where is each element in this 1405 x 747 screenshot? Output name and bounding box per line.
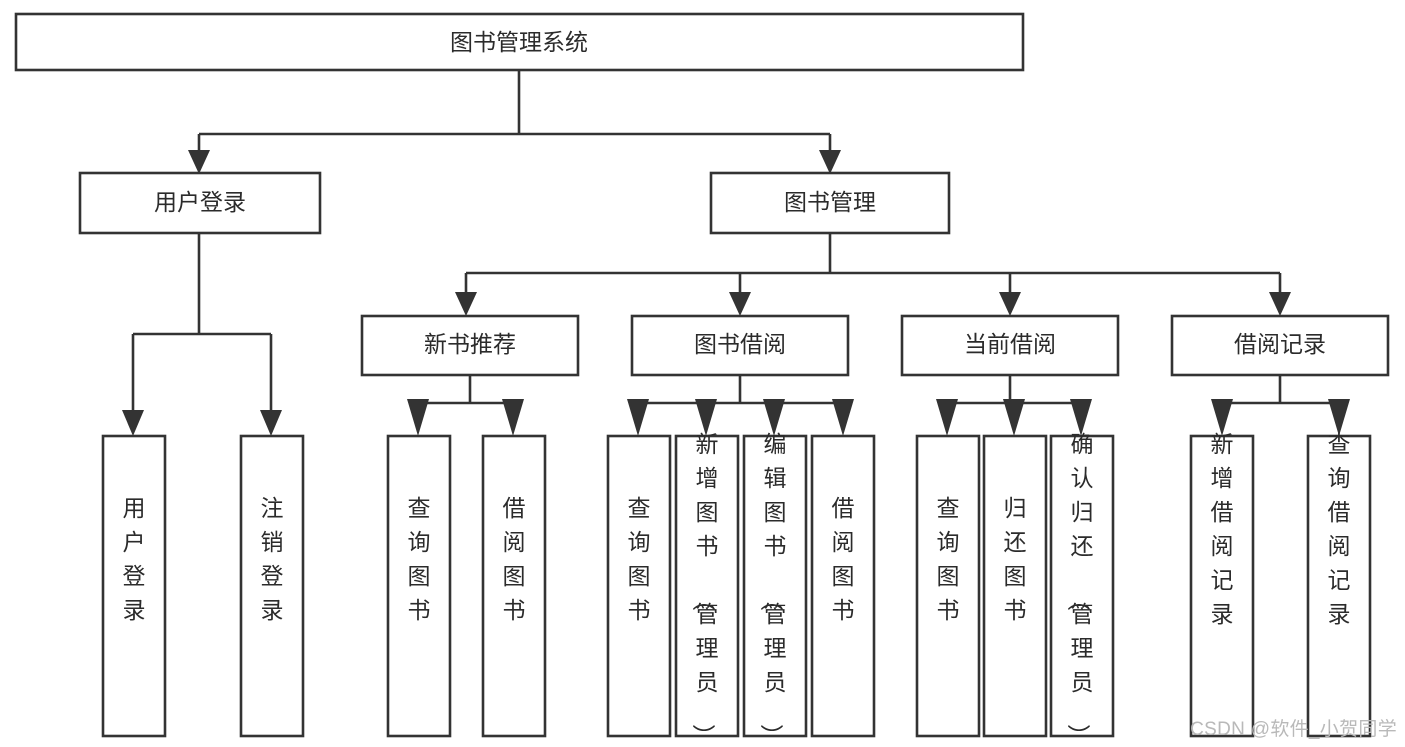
node-leaf-borrow-book-2[interactable]: 借阅图书 (810, 434, 876, 738)
node-current-borrow-box[interactable] (900, 314, 1120, 377)
node-user-login-box[interactable] (78, 171, 322, 235)
node-root[interactable]: 图书管理系统 (14, 12, 1025, 72)
node-user-login[interactable]: 用户登录 (78, 171, 322, 235)
arrowhead-icon (627, 399, 649, 436)
node-leaf-confirm-return-label: 确认归还（管理员） (1066, 431, 1094, 747)
node-new-book-recommend[interactable]: 新书推荐 (360, 314, 580, 377)
node-leaf-user-login-label: 用户登录 (123, 495, 146, 623)
arrowhead-icon (407, 399, 429, 436)
arrowhead-icon (763, 399, 785, 436)
arrowhead-icon (936, 399, 958, 436)
arrowhead-icon (455, 292, 477, 316)
node-leaf-add-record-box[interactable] (1189, 434, 1255, 738)
node-book-manage[interactable]: 图书管理 (709, 171, 951, 235)
node-leaf-query-book-3-label: 查询图书 (937, 495, 960, 623)
node-leaf-user-login[interactable]: 用户登录 (101, 434, 167, 738)
node-leaf-query-book-1-box[interactable] (386, 434, 452, 738)
node-leaf-logout-login[interactable]: 注销登录 (239, 434, 305, 738)
node-leaf-add-book-box[interactable] (674, 434, 740, 738)
node-current-borrow-label: 当前借阅 (964, 331, 1056, 357)
node-book-manage-box[interactable] (709, 171, 951, 235)
arrowhead-icon (188, 150, 210, 174)
arrowhead-icon (819, 150, 841, 174)
node-borrow-record-label: 借阅记录 (1234, 331, 1326, 357)
node-leaf-logout-login-box[interactable] (239, 434, 305, 738)
arrowhead-icon (260, 410, 282, 436)
arrowhead-icon (502, 399, 524, 436)
node-leaf-borrow-book-1-label: 借阅图书 (503, 495, 526, 623)
node-leaf-return-book-box[interactable] (982, 434, 1048, 738)
csdn-watermark: CSDN @软件_小贺同学 (1190, 719, 1397, 740)
arrowhead-icon (1269, 292, 1291, 316)
node-leaf-edit-book-label: 编辑图书（管理员） (759, 431, 787, 747)
node-leaf-confirm-return[interactable]: 确认归还（管理员） (1049, 431, 1115, 747)
node-leaf-edit-book-box[interactable] (742, 434, 808, 738)
node-current-borrow[interactable]: 当前借阅 (900, 314, 1120, 377)
arrowhead-icon (1070, 399, 1092, 436)
node-leaf-query-book-2-label: 查询图书 (628, 495, 651, 623)
arrowhead-icon (1328, 399, 1350, 436)
node-leaf-query-book-2[interactable]: 查询图书 (606, 434, 672, 738)
node-leaf-return-book-label: 归还图书 (1004, 495, 1027, 623)
arrowhead-icon (695, 399, 717, 436)
node-leaf-query-book-3-box[interactable] (915, 434, 981, 738)
node-leaf-logout-login-label: 注销登录 (261, 495, 284, 623)
node-user-login-label: 用户登录 (154, 189, 246, 215)
arrowhead-icon (729, 292, 751, 316)
node-leaf-confirm-return-box[interactable] (1049, 434, 1115, 738)
node-leaf-query-book-1[interactable]: 查询图书 (386, 434, 452, 738)
node-book-borrow-box[interactable] (630, 314, 850, 377)
node-leaf-add-book-label: 新增图书（管理员） (691, 431, 719, 747)
node-leaf-return-book[interactable]: 归还图书 (982, 434, 1048, 738)
node-leaf-borrow-book-1-box[interactable] (481, 434, 547, 738)
node-leaf-query-book-2-box[interactable] (606, 434, 672, 738)
arrowhead-icon (1211, 399, 1233, 436)
arrowhead-icon (122, 410, 144, 436)
node-leaf-add-record-label: 新增借阅记录 (1211, 431, 1234, 627)
node-leaf-query-record[interactable]: 查询借阅记录 (1306, 431, 1372, 738)
node-leaf-borrow-book-2-label: 借阅图书 (832, 495, 855, 623)
node-leaf-borrow-book-1[interactable]: 借阅图书 (481, 434, 547, 738)
node-leaf-edit-book[interactable]: 编辑图书（管理员） (742, 431, 808, 747)
node-book-borrow-label: 图书借阅 (694, 331, 786, 357)
node-leaf-borrow-book-2-box[interactable] (810, 434, 876, 738)
arrowhead-layer (122, 150, 1350, 436)
node-new-book-recommend-label: 新书推荐 (424, 331, 516, 357)
node-leaf-add-record[interactable]: 新增借阅记录 (1189, 431, 1255, 738)
node-leaf-query-record-box[interactable] (1306, 434, 1372, 738)
node-borrow-record-box[interactable] (1170, 314, 1390, 377)
node-leaf-user-login-box[interactable] (101, 434, 167, 738)
node-root-label: 图书管理系统 (450, 29, 588, 55)
arrowhead-icon (1003, 399, 1025, 436)
node-root-box[interactable] (14, 12, 1025, 72)
node-leaf-query-book-3[interactable]: 查询图书 (915, 434, 981, 738)
node-book-manage-label: 图书管理 (784, 189, 876, 215)
arrowhead-icon (832, 399, 854, 436)
node-leaf-query-record-label: 查询借阅记录 (1328, 431, 1351, 627)
node-leaf-add-book[interactable]: 新增图书（管理员） (674, 431, 740, 747)
arrowhead-icon (999, 292, 1021, 316)
node-leaf-query-book-1-label: 查询图书 (408, 495, 431, 623)
node-new-book-recommend-box[interactable] (360, 314, 580, 377)
node-book-borrow[interactable]: 图书借阅 (630, 314, 850, 377)
node-borrow-record[interactable]: 借阅记录 (1170, 314, 1390, 377)
